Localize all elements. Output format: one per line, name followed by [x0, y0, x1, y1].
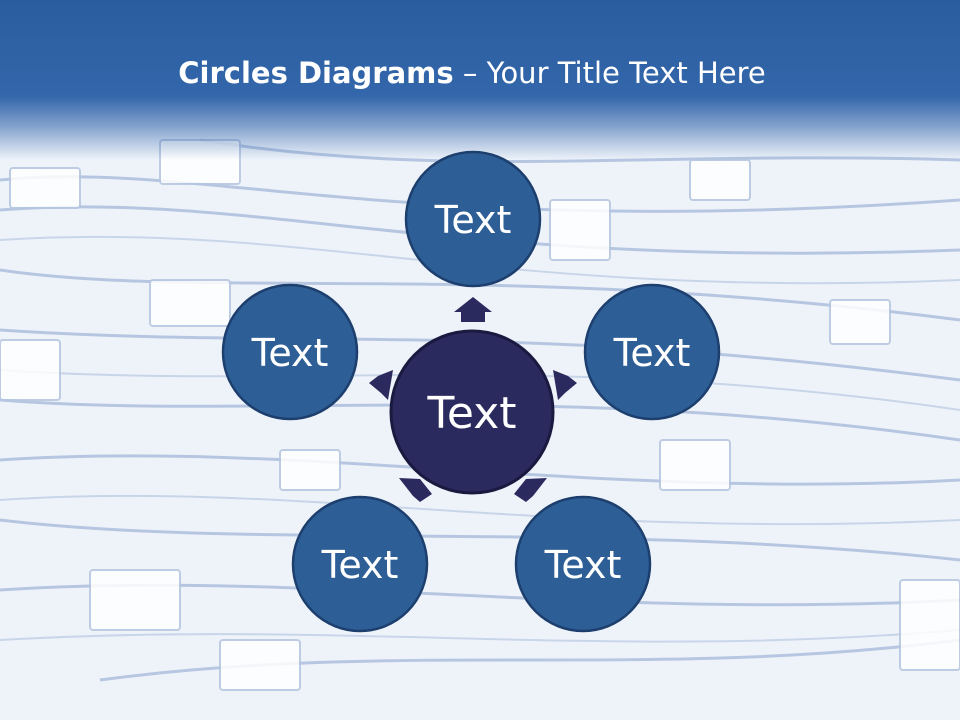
title-bar	[0, 0, 960, 160]
node-top-label: Text	[434, 198, 512, 242]
node-lower-right-label: Text	[544, 543, 622, 587]
usb-cables-background	[0, 138, 960, 691]
node-upper-left-label: Text	[251, 331, 329, 375]
arrow-to-node-top	[454, 297, 492, 322]
arrow-to-node-lower-left	[399, 478, 432, 502]
node-center[interactable]: Text	[389, 329, 555, 495]
node-upper-right[interactable]: Text	[583, 283, 721, 421]
node-lower-right[interactable]: Text	[514, 495, 652, 633]
slide-title-bold: Circles Diagrams	[178, 56, 454, 90]
slide-title[interactable]: Circles Diagrams – Your Title Text Here	[0, 56, 944, 90]
arrow-to-node-lower-right	[514, 478, 547, 502]
node-top[interactable]: Text	[404, 150, 542, 288]
node-upper-right-label: Text	[613, 331, 691, 375]
arrow-to-node-upper-left	[369, 370, 393, 400]
slide-title-rest: – Your Title Text Here	[453, 56, 766, 90]
node-lower-left[interactable]: Text	[291, 495, 429, 633]
node-lower-left-label: Text	[321, 543, 399, 587]
arrow-to-node-upper-right	[553, 370, 577, 400]
node-center-label: Text	[427, 388, 517, 439]
node-upper-left[interactable]: Text	[221, 283, 359, 421]
